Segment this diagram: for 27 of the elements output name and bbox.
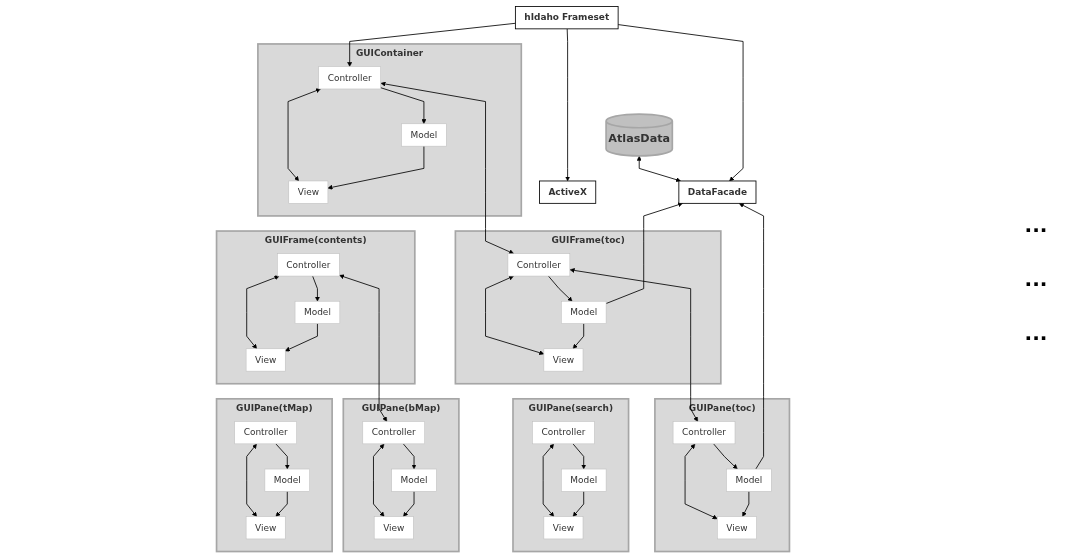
- node-box: Model: [561, 300, 607, 324]
- ellipsis-text: ...: [1024, 267, 1048, 291]
- node-box: DataFacade: [678, 180, 757, 204]
- node-box: Controller: [507, 253, 571, 277]
- node-box: Controller: [532, 421, 595, 445]
- node-box: View: [717, 516, 757, 540]
- node-box: ActiveX: [539, 180, 597, 204]
- node-box: View: [373, 516, 414, 540]
- ellipsis-text: ...: [1024, 213, 1048, 237]
- node-box: Model: [401, 123, 447, 147]
- node-box: Model: [391, 468, 437, 492]
- node-box: View: [543, 516, 584, 540]
- node-box: View: [288, 180, 329, 204]
- ellipsis-text: ...: [1024, 321, 1048, 345]
- node-box: Controller: [234, 421, 297, 445]
- node-box: Model: [294, 300, 341, 324]
- node-box: View: [543, 348, 584, 372]
- node-box: Controller: [672, 421, 736, 445]
- node-box: View: [245, 516, 286, 540]
- node-box: Controller: [277, 253, 340, 277]
- node-box: Model: [264, 468, 310, 492]
- node-box: Model: [561, 468, 607, 492]
- node-box: hIdaho Frameset: [514, 6, 619, 30]
- node-box: View: [245, 348, 286, 372]
- node-box: Controller: [362, 421, 425, 445]
- node-box: Controller: [318, 66, 381, 90]
- node-box: Model: [726, 468, 772, 492]
